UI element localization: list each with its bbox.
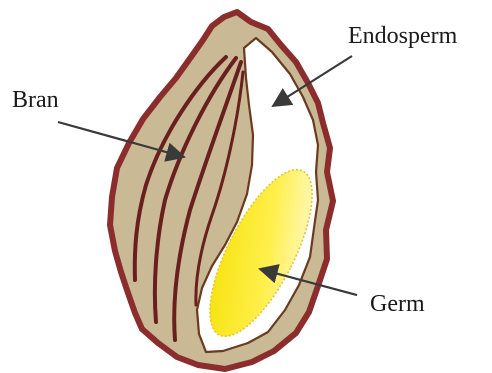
endosperm-label: Endosperm xyxy=(348,23,458,49)
germ-label: Germ xyxy=(370,291,425,317)
bran-label: Bran xyxy=(12,87,59,113)
